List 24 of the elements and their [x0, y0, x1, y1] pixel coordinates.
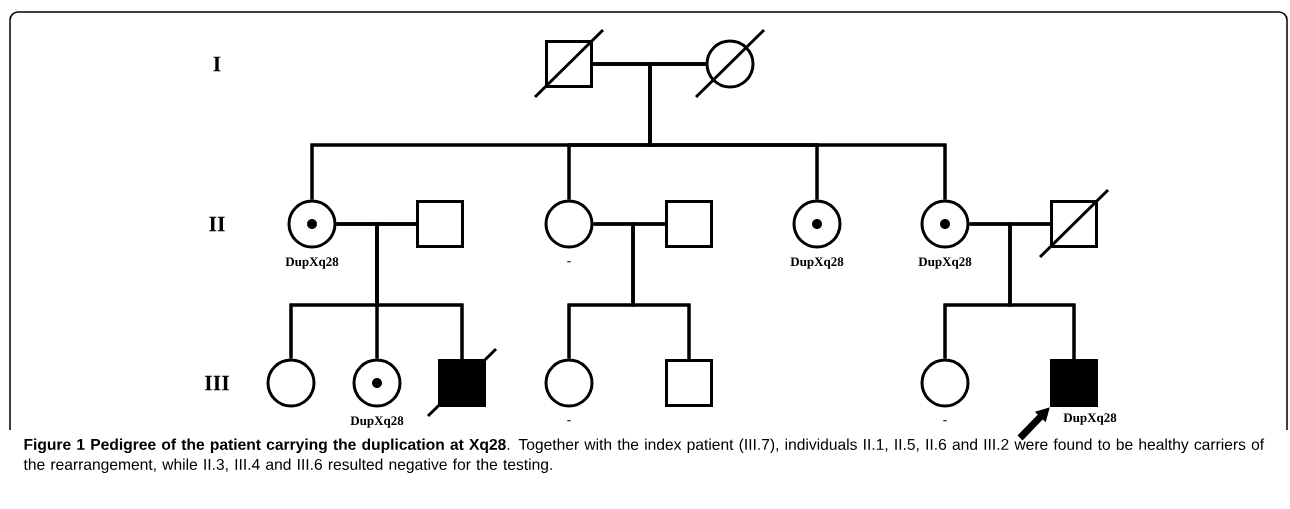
pedigree-square: [426, 347, 498, 418]
genotype-label: -: [567, 420, 571, 422]
pedigree-square: [665, 200, 713, 248]
generation-label: II: [209, 216, 225, 232]
genotype-label: DupXq28: [285, 257, 339, 269]
pedigree-square: [1038, 188, 1110, 259]
pedigree-circle: [266, 358, 316, 408]
genotype-label: DupXq28: [918, 257, 972, 269]
descent-line: [1008, 222, 1076, 359]
figure-caption: Figure 1 Pedigree of the patient carrying the duplication at Xq28. Together with the index patient (III.7), individuals II.1, II.5, II.6 and III.2 were found to be healthy carriers of the rearrangement, while II.3, III.4 and III.6 resulted negative for the testing.: [23, 438, 1265, 474]
generation-label: III: [204, 375, 230, 391]
descent-line: [375, 222, 464, 359]
descent-line: [648, 62, 947, 200]
genotype-label: -: [943, 420, 947, 422]
genotype-label: DupXq28: [1063, 413, 1117, 425]
pedigree-square: [416, 200, 464, 248]
descent-line: [631, 222, 691, 359]
pedigree-square: [533, 28, 605, 99]
pedigree-circle: [694, 28, 766, 99]
genotype-label: DupXq28: [790, 257, 844, 269]
genotype-label: -: [567, 261, 571, 263]
genotype-label: DupXq28: [350, 416, 404, 428]
pedigree-square: [665, 359, 713, 407]
generation-label: I: [213, 56, 221, 72]
